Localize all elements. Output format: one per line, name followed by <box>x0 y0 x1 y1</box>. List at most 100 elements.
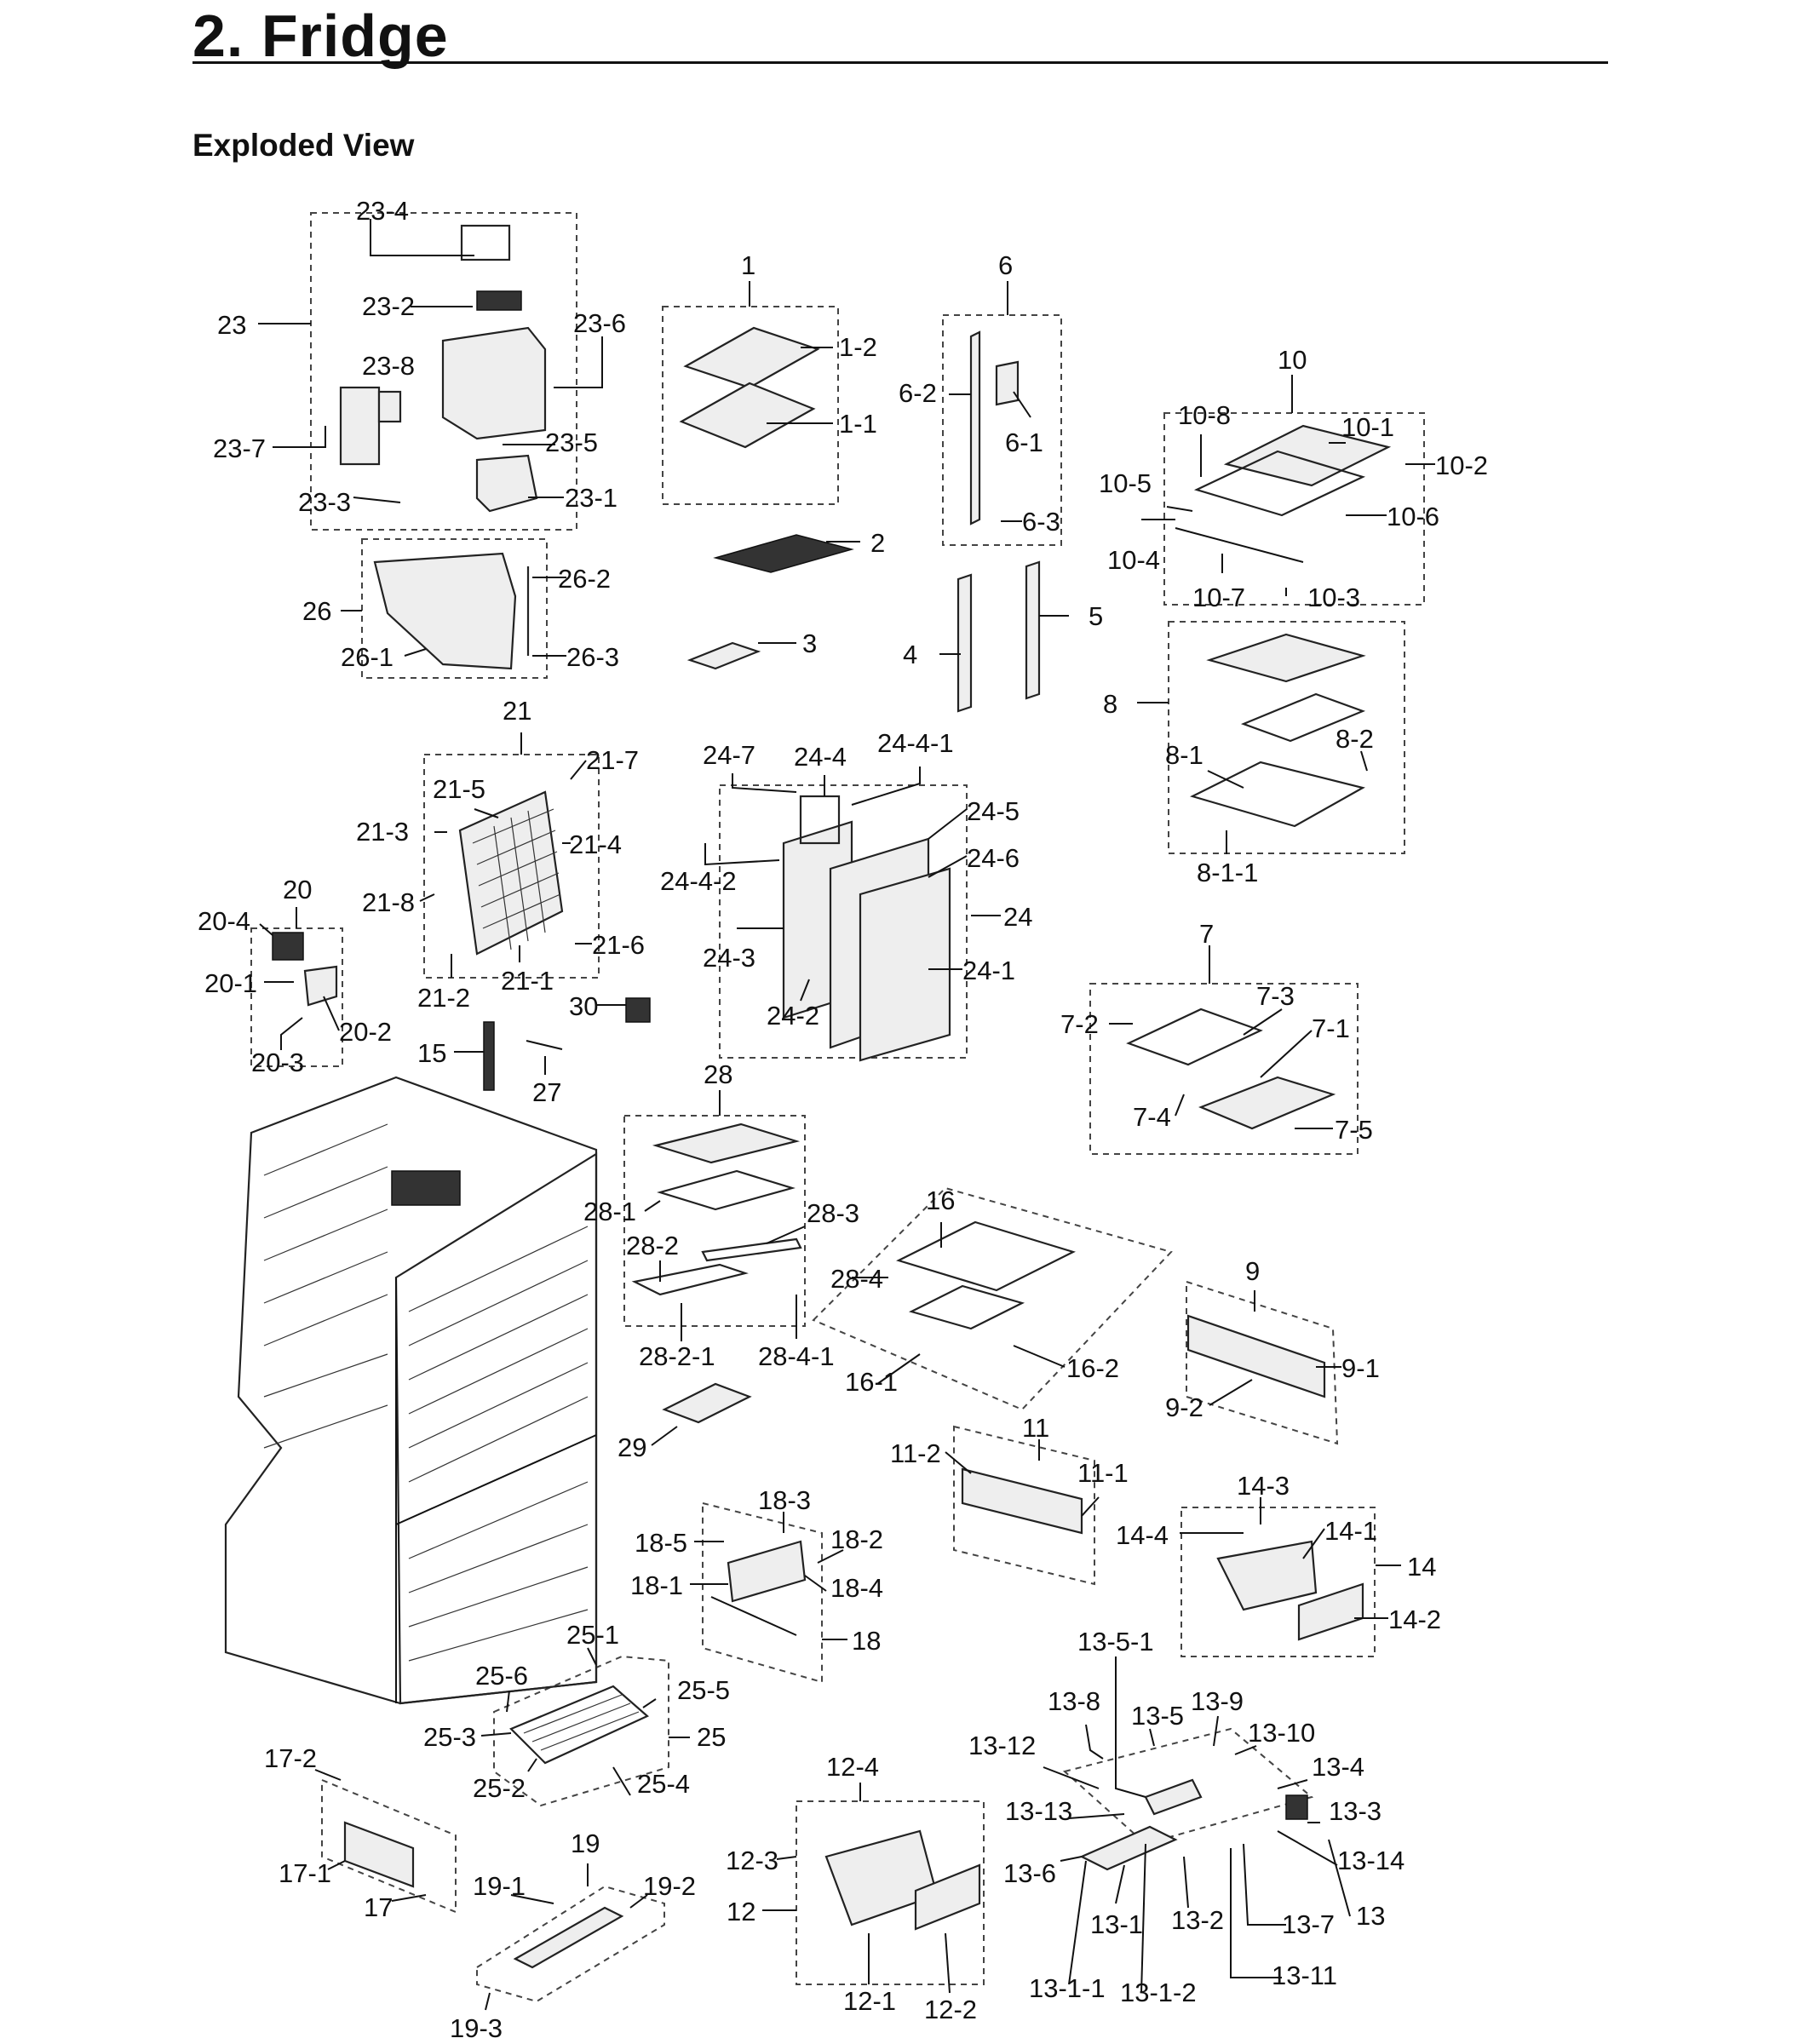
callout-24-5: 24-5 <box>967 796 1020 826</box>
callout-12-4: 12-4 <box>826 1752 879 1782</box>
callout-21-7: 21-7 <box>586 745 639 775</box>
callout-13-13: 13-13 <box>1005 1796 1072 1826</box>
part-30 <box>625 997 651 1023</box>
callout-28-1: 28-1 <box>583 1197 636 1226</box>
callout-24-4-1: 24-4-1 <box>877 728 954 758</box>
group-box-8 <box>1168 621 1405 854</box>
callout-10-8: 10-8 <box>1178 400 1231 430</box>
callout-11-1: 11-1 <box>1077 1458 1129 1488</box>
callout-7-1: 7-1 <box>1312 1013 1350 1043</box>
evaporator-21-4 <box>458 790 564 956</box>
callout-5: 5 <box>1089 601 1103 631</box>
drawer-25-ribs <box>523 1694 640 1751</box>
callout-8-1: 8-1 <box>1165 740 1203 770</box>
rail-strip-18 <box>710 1596 797 1636</box>
group-box-14 <box>1180 1507 1376 1657</box>
callout-7-5: 7-5 <box>1335 1115 1373 1145</box>
callout-28-2: 28-2 <box>626 1231 679 1260</box>
callout-10: 10 <box>1278 345 1307 375</box>
callout-26-2: 26-2 <box>558 564 611 594</box>
panel-1-2 <box>683 326 820 389</box>
cabinet-divider <box>395 1434 597 1525</box>
group-box-13 <box>1062 1727 1314 1846</box>
callout-25-4: 25-4 <box>637 1769 690 1799</box>
callout-18-3: 18-3 <box>758 1485 811 1515</box>
callout-13: 13 <box>1356 1901 1385 1931</box>
hinge-6-1 <box>995 360 1020 406</box>
callout-20-2: 20-2 <box>339 1017 392 1047</box>
cabinet-side-ribs <box>263 1123 388 1449</box>
callout-21-5: 21-5 <box>433 774 485 804</box>
cabinet-control-block <box>391 1170 461 1206</box>
cover-7-5 <box>1198 1076 1336 1130</box>
callout-25-1: 25-1 <box>566 1620 619 1650</box>
cover-16 <box>896 1220 1076 1292</box>
callout-23-8: 23-8 <box>362 351 415 381</box>
group-box-18 <box>702 1501 823 1684</box>
cover-19 <box>513 1906 624 1969</box>
ice-maker-body-23 <box>441 326 547 440</box>
grille-2 <box>713 534 854 573</box>
panel-17-1 <box>343 1821 415 1888</box>
callout-13-14: 13-14 <box>1337 1846 1405 1875</box>
group-box-19 <box>476 1885 665 2003</box>
callout-24-7: 24-7 <box>703 740 755 770</box>
callout-16: 16 <box>926 1186 955 1215</box>
group-box-26 <box>361 538 548 679</box>
shelf-frame-10 <box>1193 450 1366 517</box>
callout-25-3: 25-3 <box>423 1722 476 1752</box>
callout-24-1: 24-1 <box>962 956 1015 985</box>
callout-25-5: 25-5 <box>677 1675 730 1705</box>
title-rule <box>192 61 1608 64</box>
rail-4 <box>956 573 973 713</box>
callout-17: 17 <box>364 1892 393 1922</box>
rail-9 <box>1186 1314 1326 1398</box>
callout-23-4: 23-4 <box>356 196 409 226</box>
callout-12-2: 12-2 <box>924 1995 977 2024</box>
callout-28-4: 28-4 <box>830 1264 883 1294</box>
part-27 <box>526 1040 563 1050</box>
rail-5 <box>1025 560 1041 700</box>
callout-29: 29 <box>618 1433 646 1462</box>
callout-7-3: 7-3 <box>1256 981 1295 1011</box>
callout-25: 25 <box>697 1722 726 1752</box>
callout-13-11: 13-11 <box>1272 1961 1337 1990</box>
rail-18-1 <box>727 1540 807 1603</box>
group-box-7 <box>1089 983 1359 1155</box>
callout-10-3: 10-3 <box>1307 583 1360 612</box>
shelf-frame-8 <box>1240 692 1366 743</box>
callout-13-8: 13-8 <box>1048 1686 1100 1716</box>
group-box-1 <box>662 306 839 505</box>
group-box-23 <box>310 212 577 531</box>
rail-6-2 <box>969 330 981 525</box>
callout-21-1: 21-1 <box>501 966 554 996</box>
ice-maker-motor-23-1 <box>475 454 538 513</box>
drawer-front-12-2 <box>914 1863 981 1931</box>
leader-lines <box>258 219 1435 2011</box>
shelf-glass-28 <box>652 1122 801 1164</box>
shelf-glass-8 <box>1206 633 1366 683</box>
callout-2: 2 <box>870 528 885 558</box>
shelf-trim-10-3 <box>1175 527 1304 563</box>
callout-6-2: 6-2 <box>899 378 937 408</box>
callout-23: 23 <box>217 310 246 340</box>
callout-13-3: 13-3 <box>1329 1796 1382 1826</box>
cabinet-ribs <box>408 1226 589 1662</box>
callout-21: 21 <box>503 696 531 726</box>
evaporator-fins <box>472 808 561 950</box>
callout-1: 1 <box>741 250 755 280</box>
callout-9: 9 <box>1245 1256 1260 1286</box>
section-subtitle: Exploded View <box>192 128 415 163</box>
callout-23-7: 23-7 <box>213 433 266 463</box>
duct-cover-24-1 <box>859 867 951 1062</box>
group-box-24 <box>719 784 968 1059</box>
callout-8: 8 <box>1103 689 1117 719</box>
callout-17-2: 17-2 <box>264 1743 317 1773</box>
rail-11 <box>961 1467 1083 1535</box>
group-box-28 <box>623 1115 806 1327</box>
ice-maker-cover-23 <box>460 224 511 261</box>
callout-18-2: 18-2 <box>830 1524 883 1554</box>
ice-bucket-26 <box>373 552 517 670</box>
callout-28-3: 28-3 <box>807 1198 859 1228</box>
part-20-1 <box>303 965 338 1007</box>
